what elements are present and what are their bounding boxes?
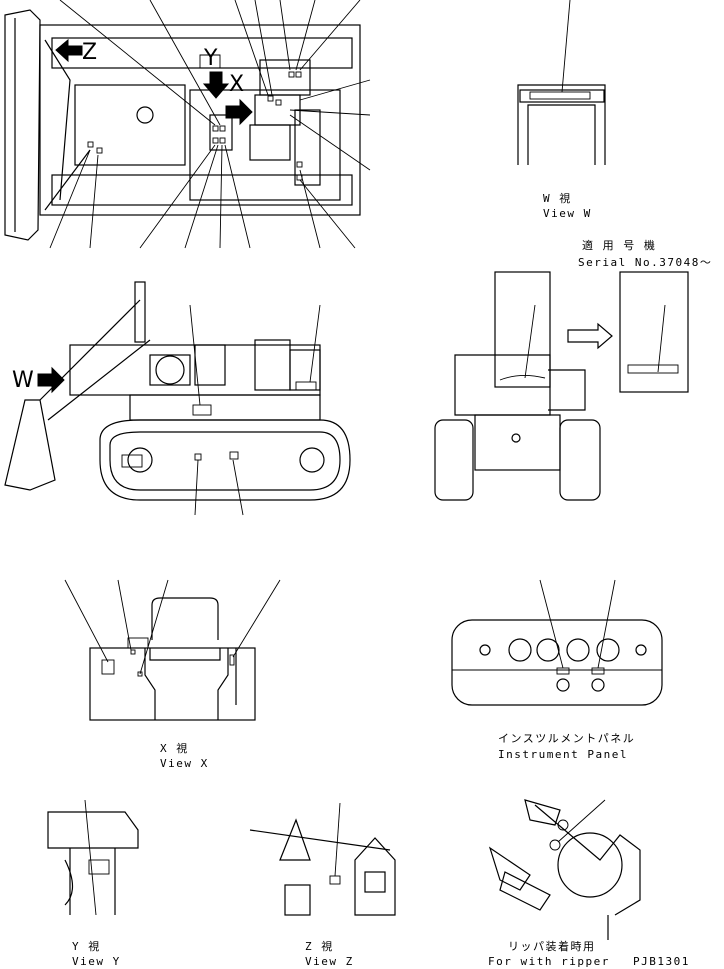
marker-y: Y [204, 46, 218, 71]
marker-x: X [229, 72, 245, 97]
view-w-caption: View W [543, 207, 592, 220]
marker-z: Z [82, 40, 98, 65]
view-z-caption: View Z [305, 955, 354, 968]
instrument-panel-caption: Instrument Panel [498, 748, 628, 761]
ripper-caption: For with ripper [488, 955, 610, 968]
instrument-panel-drawing [451, 579, 663, 706]
view-x-caption-jp: X 視 [160, 742, 189, 755]
view-y-caption-jp: Y 視 [72, 940, 101, 953]
view-w-drawing [517, 0, 606, 165]
view-z-drawing [249, 802, 396, 916]
serial-view-drawing [434, 271, 689, 501]
view-w-caption-jp: W 視 [543, 192, 572, 205]
view-y-caption: View Y [72, 955, 121, 968]
view-y-drawing [47, 799, 139, 916]
ripper-drawing [488, 799, 641, 940]
side-view-drawing [4, 281, 351, 516]
view-z-caption-jp: Z 視 [305, 940, 334, 953]
serial-caption-jp: 適 用 号 機 [582, 239, 657, 252]
ripper-caption-jp: リッパ装着時用 [508, 940, 596, 953]
top-view-drawing [4, 0, 371, 249]
serial-caption: Serial No.37048〜 [578, 256, 713, 269]
drawing-code: PJB1301 [633, 955, 690, 968]
view-x-drawing [64, 579, 281, 721]
marker-w: W [12, 368, 34, 393]
view-x-caption: View X [160, 757, 209, 770]
instrument-panel-caption-jp: インスツルメントパネル [498, 732, 636, 745]
